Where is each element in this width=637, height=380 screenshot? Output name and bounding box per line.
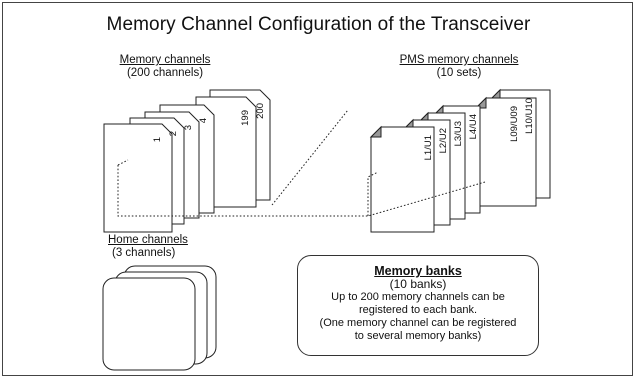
pms-channel-cards <box>369 88 551 233</box>
memory-banks-line-4: to several memory banks) <box>354 330 482 342</box>
memory-card-label-1: 1 <box>152 137 163 142</box>
group-divider-line <box>271 109 349 206</box>
memory-card-1 <box>103 123 173 233</box>
home-card-1 <box>102 277 196 371</box>
pms-card-label-4: L4/U4 <box>468 114 479 139</box>
memory-banks-heading: Memory banks <box>374 264 462 278</box>
pms-channels-count: (10 sets) <box>436 67 482 79</box>
pms-card-label-2: L2/U2 <box>438 128 449 153</box>
memory-banks-line-2: registered to each bank. <box>358 304 478 316</box>
memory-channels-count: (200 channels) <box>126 67 204 79</box>
memory-card-label-200: 200 <box>255 103 266 119</box>
memory-channels-label: Memory channels (200 channels) <box>110 54 220 80</box>
pms-card-label-9: L09/U09 <box>509 106 520 142</box>
memory-banks-box: Memory banks (10 banks) Up to 200 memory… <box>297 255 539 356</box>
memory-card-label-4: 4 <box>198 118 209 123</box>
home-channels-label: Home channels (3 channels) <box>86 234 222 260</box>
memory-banks-count: (10 banks) <box>389 277 447 291</box>
memory-banks-line-3: (One memory channel can be registered <box>319 317 517 329</box>
connector-lines <box>117 109 486 217</box>
memory-card-label-199: 199 <box>240 110 251 126</box>
home-channels-count: (3 channels) <box>112 247 176 259</box>
pms-channels-label: PMS memory channels (10 sets) <box>374 54 544 80</box>
memory-to-pms-link <box>117 165 486 217</box>
memory-banks-line-1: Up to 200 memory channels can be <box>331 291 505 303</box>
pms-card-label-10: L10/U10 <box>524 98 535 134</box>
home-channel-cards <box>102 265 217 371</box>
memory-card-label-3: 3 <box>183 125 194 130</box>
memory-card-label-2: 2 <box>168 131 179 136</box>
home-channels-heading: Home channels <box>108 234 188 246</box>
diagram-frame <box>2 2 633 376</box>
pms-channels-heading: PMS memory channels <box>399 54 519 66</box>
memory-channel-cards <box>103 89 271 233</box>
pms-card-label-3: L3/U3 <box>453 121 464 146</box>
memory-channels-heading: Memory channels <box>119 54 211 66</box>
diagram-title: Memory Channel Configuration of the Tran… <box>106 14 531 35</box>
pms-card-labels: L1/U1 L2/U2 L3/U3 L4/U4 L09/U09 L10/U10 <box>423 98 535 160</box>
memory-card-labels: 1 2 3 4 199 200 <box>152 103 266 142</box>
pms-card-label-1: L1/U1 <box>423 135 434 160</box>
